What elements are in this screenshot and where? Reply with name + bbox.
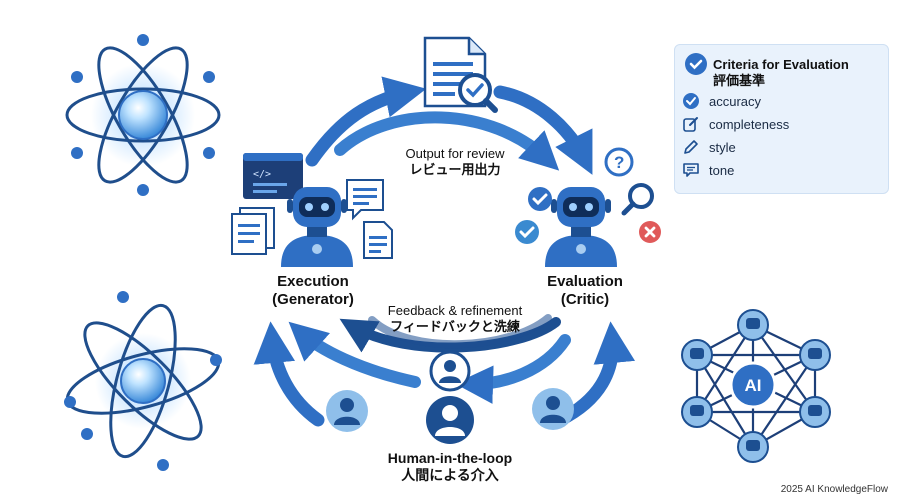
human-avatar-left [326,390,368,432]
evaluation-title: Evaluation [547,273,623,290]
human-label-en: Human-in-the-loop [387,450,513,466]
question-bubble-icon: ? [604,147,634,177]
ai-network-icon: AI [681,309,831,463]
check-circle-icon [683,93,699,109]
execution-label: Execution (Generator) [248,273,378,309]
speech-bubble-icon [683,163,699,177]
atom-icon-top [65,34,221,196]
svg-text:</>: </> [253,169,271,180]
pencil-icon [684,140,698,154]
criteria-item-tone: tone [683,160,734,180]
document-review-icon [423,36,498,113]
check-badge-icon-2 [515,220,539,244]
output-label-en: Output for review [405,146,505,161]
output-label: Output for review レビュー用出力 [380,146,530,177]
check-circle-icon [685,53,707,75]
criteria-item-label: completeness [709,116,790,132]
criteria-item-accuracy: accuracy [683,91,761,111]
chat-message-icon [346,179,384,221]
edit-square-icon [683,117,698,132]
execution-title: Execution [277,273,349,290]
reject-badge-icon [639,221,661,243]
footer-credit: 2025 AI KnowledgeFlow [780,484,888,495]
criteria-panel: Criteria for Evaluation 評価基準 accuracy co… [674,44,889,194]
code-window-icon: </> [243,153,303,199]
human-label-jp: 人間による介入 [401,466,499,483]
atom-icon-bottom [64,291,222,471]
documents-stack-icon [231,207,275,255]
svg-text:?: ? [614,153,624,172]
output-label-jp: レビュー用出力 [409,161,501,177]
criteria-item-label: style [709,139,736,155]
criteria-item-label: tone [709,162,735,178]
human-avatar-top [429,350,471,392]
human-avatar-center [426,396,474,444]
magnifier-icon [621,183,654,216]
criteria-title-en: Criteria for Evaluation [713,57,849,72]
feedback-label: Feedback & refinement フィードバックと洗練 [370,303,540,334]
human-in-the-loop-label: Human-in-the-loop 人間による介入 [360,450,540,484]
critic-robot-icon [545,187,617,267]
criteria-item-completeness: completeness [683,114,789,134]
network-center-label: AI [745,376,762,395]
cycle-arrows [253,76,636,427]
feedback-label-en: Feedback & refinement [387,303,523,318]
document-icon-small [363,221,393,259]
evaluation-label: Evaluation (Critic) [520,273,650,309]
generator-robot-icon [281,187,353,267]
evaluation-subtitle: (Critic) [560,291,610,308]
criteria-title-jp: 評価基準 [713,73,766,88]
check-badge-icon [528,187,552,211]
criteria-item-style: style [683,137,736,157]
criteria-item-label: accuracy [709,93,762,109]
human-avatar-right [532,388,574,430]
feedback-label-jp: フィードバックと洗練 [390,318,520,334]
execution-subtitle: (Generator) [272,291,354,308]
criteria-title: Criteria for Evaluation 評価基準 [713,57,849,89]
